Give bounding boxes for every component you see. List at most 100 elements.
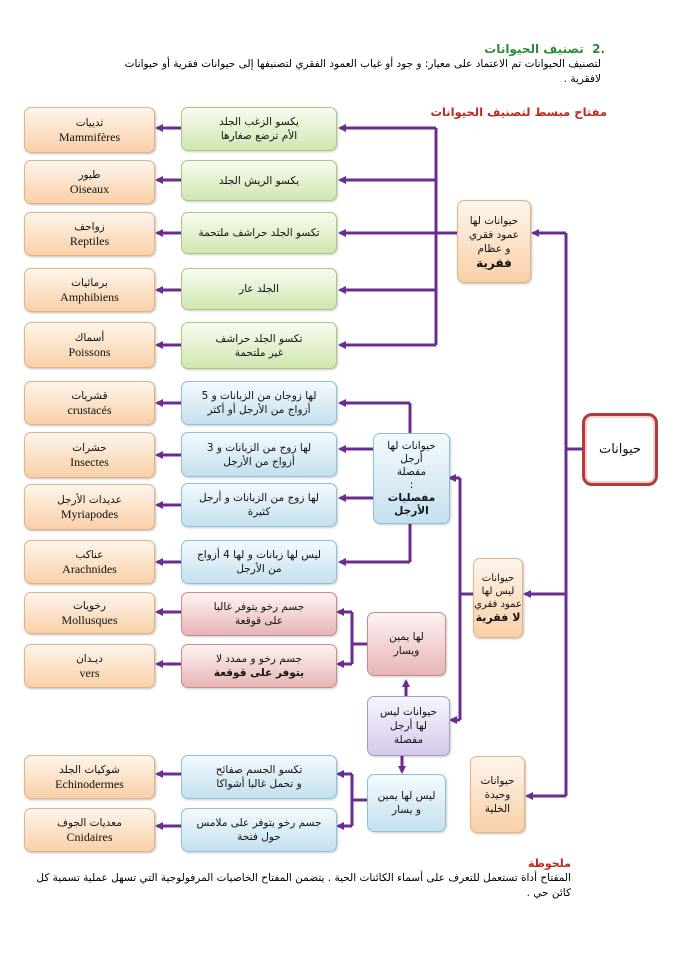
criterion-line: و تحمل غالبا أشواكا xyxy=(216,778,302,790)
result-ar: رخويات xyxy=(73,600,106,612)
criterion-line: من الأرجل xyxy=(236,563,282,575)
group-not-bilateral: ليس لها يمين و يسار xyxy=(367,774,446,832)
result-fr: Reptiles xyxy=(69,234,110,248)
result-fr: Myriapodes xyxy=(60,507,119,521)
group-line: حيوانات xyxy=(480,774,515,787)
criterion-box: تكسو الجلد حراشف ملتحمة xyxy=(181,212,337,254)
criterion-line: لها زوجان من الزبانات و 5 xyxy=(201,390,317,402)
group-line: : xyxy=(409,478,414,491)
key-title: مفتاح مبسط لتصنيف الحيوانات xyxy=(430,105,607,119)
result-ar: قشريات xyxy=(71,390,108,402)
criterion-box: جسم رخو يتوفر غالبا على قوقعة xyxy=(181,592,337,636)
intro-line-1: لتصنيف الحيوانات تم الاعتماد على معيار: … xyxy=(124,58,601,70)
group-line: و يسار xyxy=(392,804,421,816)
criterion-line: كثيرة xyxy=(247,506,271,518)
criterion-line: لها زوج من الزبانات و 3 xyxy=(206,441,312,454)
group-line: فقرية xyxy=(476,255,512,270)
result-fr: crustacés xyxy=(67,403,112,417)
group-line: ليس لها xyxy=(481,586,515,597)
result-ar: حشرات xyxy=(72,442,107,454)
root-animals: حيوانات xyxy=(582,413,658,486)
group-bilateral: لها يمين ويسار xyxy=(367,612,446,676)
group-line: حيوانات ليس xyxy=(379,706,438,718)
criterion-line: جسم رخو يتوفر غالبا xyxy=(213,601,305,613)
criterion-box: ليس لها زبانات و لها 4 أزواج من الأرجل xyxy=(181,540,337,584)
result-fr: Poissons xyxy=(68,345,111,359)
result-fr: Oiseaux xyxy=(69,182,110,196)
section-title: .2 تصنيف الحيوانات xyxy=(484,42,605,56)
criterion-line: الجلد عار xyxy=(239,283,279,295)
group-line: وحيدة xyxy=(484,788,511,801)
group-line: ليس لها يمين xyxy=(377,790,436,802)
criterion-line: جسم رخو يتوفر على ملامس xyxy=(196,817,322,829)
result-fr: Insectes xyxy=(70,455,109,469)
note-title: ملحوظة xyxy=(527,857,571,870)
criterion-line: على قوقعة xyxy=(235,615,283,627)
group-no-jointed-legs: حيوانات ليس لها أرجل مفصلة xyxy=(367,696,450,756)
result-ar: معديات الجوف xyxy=(57,817,122,829)
group-line: عمود فقري xyxy=(474,599,522,610)
criterion-box: الجلد عار xyxy=(181,268,337,310)
criterion-line: ليس لها زبانات و لها 4 أزواج xyxy=(197,549,321,561)
result-fr: Arachnides xyxy=(62,562,117,576)
criterion-line: أزواج من الأرجل أو أكثر xyxy=(207,404,311,416)
criterion-box: لها زوجان من الزبانات و 5 أزواج من الأرجل… xyxy=(181,381,337,425)
result-ar: شوكيات الجلد xyxy=(59,764,120,776)
group-line: مفصليات xyxy=(387,491,436,504)
criterion-line: تكسو الجسم صفائح xyxy=(215,764,303,776)
result-ar: أسماك xyxy=(74,332,105,344)
result-fr: Cnidaires xyxy=(66,830,113,844)
criterion-box: لها زوج من الزبانات و أرجل كثيرة xyxy=(181,483,337,527)
criterion-line: غير ملتحمة xyxy=(234,346,284,359)
result-ar: عديدات الأرجل xyxy=(57,494,122,506)
result-fr: Mollusques xyxy=(61,613,118,627)
result-fr: vers xyxy=(79,666,100,680)
root-label: حيوانات xyxy=(598,441,642,457)
criterion-box: جسم رخو يتوفر على ملامس حول فتحة xyxy=(181,808,337,852)
result-ar: عناكب xyxy=(75,549,104,561)
criterion-line: تكسو الجلد حراشف ملتحمة xyxy=(198,227,320,239)
group-line: ويسار xyxy=(393,645,420,657)
note-paragraph: المفتاح أداة تستعمل للتعرف على أسماء الك… xyxy=(31,871,571,901)
result-ar: زواحف xyxy=(74,221,105,233)
criterion-line: لها زوج من الزبانات و أرجل xyxy=(199,492,320,504)
result-ar: برمائيات xyxy=(71,277,108,289)
criterion-line: يكسو الريش الجلد xyxy=(218,174,300,187)
group-line: مفصلة xyxy=(393,734,424,746)
intro-line-2: لافقرية . xyxy=(563,73,601,85)
criterion-line: حول فتحة xyxy=(237,831,281,843)
note-line-1: المفتاح أداة تستعمل للتعرف على أسماء الك… xyxy=(36,872,571,884)
group-line: الأرجل xyxy=(394,504,429,517)
result-ar: ثدييات xyxy=(75,117,104,129)
group-vertebrates: حيوانات لها عمود فقري و عظام فقرية xyxy=(457,200,531,283)
criterion-line: تكسو الجلد حراشف xyxy=(215,332,303,345)
group-line: حيوانات xyxy=(481,573,515,584)
group-line: الخلية xyxy=(484,802,511,815)
group-line: لها أرجل xyxy=(390,720,428,732)
section-number: .2 xyxy=(592,42,605,56)
intro-paragraph: لتصنيف الحيوانات تم الاعتماد على معيار: … xyxy=(41,57,601,87)
criterion-line: يكسو الزغب الجلد xyxy=(219,116,299,128)
group-line: و عظام xyxy=(477,242,511,255)
group-line: حيوانات لها xyxy=(387,439,436,452)
group-unicellular: حيوانات وحيدة الخلية xyxy=(470,756,525,833)
section-title-text: تصنيف الحيوانات xyxy=(484,42,584,56)
